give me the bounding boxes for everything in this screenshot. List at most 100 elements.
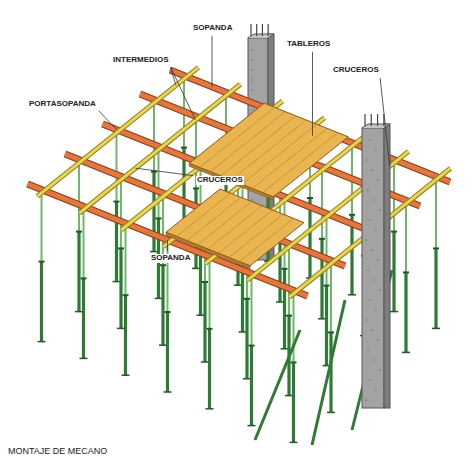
- plank-joint: [219, 210, 273, 253]
- prop-base: [75, 311, 83, 313]
- crucero-beam-outline: [37, 67, 198, 196]
- leader-line: [167, 240, 168, 251]
- prop-collar: [207, 328, 213, 330]
- concrete-texture: [367, 189, 369, 191]
- concrete-texture: [251, 79, 253, 81]
- prop-collar: [307, 197, 313, 199]
- prop-base: [206, 408, 214, 410]
- panels: [166, 103, 348, 269]
- part-label: INTERMEDIOS: [112, 56, 170, 65]
- part-label: SOPANDA: [192, 24, 233, 33]
- prop-inner-tube: [326, 216, 328, 366]
- rebar: [262, 24, 263, 36]
- front-column: [362, 114, 390, 408]
- prop-inner-tube: [120, 178, 122, 328]
- prop-collar: [282, 268, 288, 270]
- leader-line: [99, 111, 117, 130]
- prop-base: [197, 314, 205, 316]
- prop-inner-tube: [330, 262, 332, 412]
- prop-outer-tube: [115, 202, 118, 282]
- prop-outer-tube: [250, 346, 253, 426]
- concrete-texture: [377, 259, 379, 261]
- diagonal-brace: [255, 330, 300, 440]
- part-label: SOPANDA: [150, 254, 191, 263]
- prop-collar: [39, 261, 45, 263]
- prop-outer-tube: [124, 295, 127, 375]
- concrete-texture: [375, 149, 377, 151]
- prop-base: [390, 311, 398, 313]
- prop-collar: [114, 201, 120, 203]
- prop-base: [113, 281, 121, 283]
- plank-joint: [210, 112, 285, 172]
- prop-outer-tube: [325, 286, 328, 366]
- prop-outer-tube: [404, 272, 407, 352]
- prop-outer-tube: [119, 248, 122, 328]
- prop-collar: [160, 264, 166, 266]
- prop-inner-tube: [116, 132, 118, 282]
- prop-inner-tube: [78, 162, 80, 312]
- prop-base: [122, 374, 130, 376]
- prop-inner-tube: [209, 259, 211, 409]
- caption: MONTAJE DE MECANO: [8, 446, 107, 456]
- prop-collar: [118, 247, 124, 249]
- leader-line: [212, 36, 213, 87]
- prop-inner-tube: [153, 102, 155, 252]
- part-label: TABLEROS: [286, 40, 331, 49]
- leader-line: [136, 168, 194, 175]
- prop-base: [192, 268, 200, 270]
- concrete-texture: [371, 249, 373, 251]
- prop-collar: [391, 231, 397, 233]
- concrete-texture: [373, 199, 375, 201]
- concrete-texture: [251, 89, 253, 91]
- prop-collar: [403, 271, 409, 273]
- part-label: CRUCEROS: [332, 66, 380, 75]
- concrete-texture: [377, 339, 379, 341]
- prop-collar: [328, 331, 334, 333]
- rebar: [364, 114, 365, 126]
- prop-outer-tube: [434, 248, 437, 328]
- concrete-texture: [369, 219, 371, 221]
- concrete-texture: [365, 239, 367, 241]
- prop-inner-tube: [125, 225, 127, 375]
- leader-line: [171, 68, 196, 121]
- concrete-texture: [379, 289, 381, 291]
- tablero-panel: [189, 103, 348, 197]
- prop-collar: [324, 285, 330, 287]
- prop-outer-tube: [152, 172, 155, 252]
- crucero-beam: [37, 67, 198, 196]
- prop-base: [318, 318, 326, 320]
- concrete-texture: [379, 369, 381, 371]
- concrete-texture: [251, 109, 253, 111]
- prop-base: [432, 328, 440, 330]
- prop-collar: [244, 298, 250, 300]
- rebar: [250, 24, 251, 36]
- plank-joint: [240, 218, 294, 261]
- column-side: [384, 124, 390, 408]
- concrete-texture: [373, 359, 375, 361]
- prop-base: [281, 348, 289, 350]
- prop-collar: [156, 217, 162, 219]
- prop-base: [327, 412, 335, 414]
- prop-outer-tube: [208, 329, 211, 409]
- prop-base: [201, 361, 209, 363]
- prop-base: [243, 378, 251, 380]
- prop-outer-tube: [292, 362, 295, 442]
- rebar: [377, 114, 378, 126]
- prop-base: [117, 328, 125, 330]
- concrete-texture: [375, 389, 377, 391]
- prop-inner-tube: [393, 162, 395, 312]
- prop-outer-tube: [245, 299, 248, 379]
- concrete-texture: [369, 379, 371, 381]
- plank-joint: [177, 193, 231, 236]
- prop-inner-tube: [162, 195, 164, 345]
- prop-base: [276, 301, 284, 303]
- prop-base: [402, 352, 410, 354]
- prop-base: [285, 395, 293, 397]
- prop-base: [290, 442, 298, 444]
- rebar: [268, 24, 269, 36]
- sopanda-beam-outline: [28, 184, 308, 296]
- prop-base: [248, 425, 256, 427]
- prop-base: [155, 298, 163, 300]
- prop-base: [348, 294, 356, 296]
- concrete-texture: [367, 269, 369, 271]
